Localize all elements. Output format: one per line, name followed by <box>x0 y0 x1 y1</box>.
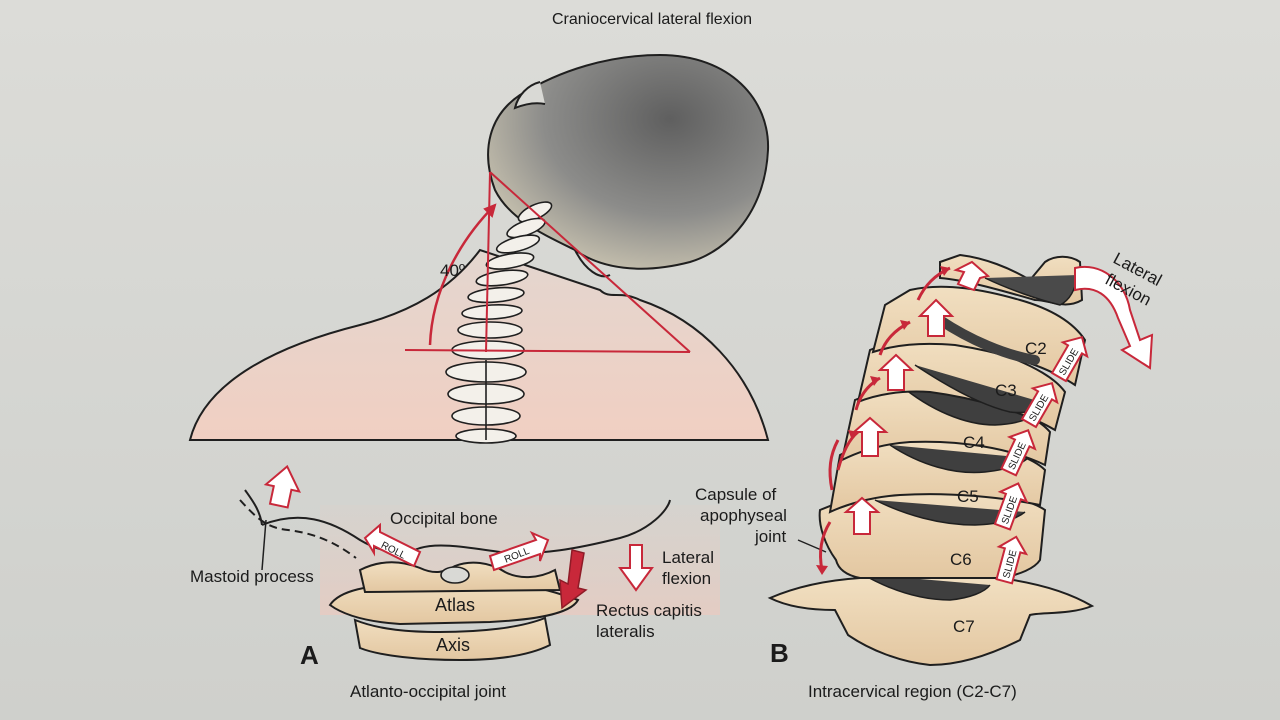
angle-label: 40º <box>440 261 465 280</box>
mastoid-process-label: Mastoid process <box>190 567 314 586</box>
rectus-capitis-label-line1: Rectus capitis <box>596 601 702 620</box>
panel-b-letter: B <box>770 638 789 668</box>
lateral-flexion-arrow-b <box>1074 265 1154 370</box>
label-c7: C7 <box>953 617 975 636</box>
svg-text:joint: joint <box>754 527 786 546</box>
rectus-capitis-label-line2: lateralis <box>596 622 655 641</box>
lateral-flexion-arrow-a <box>618 544 654 592</box>
label-c2: C2 <box>1025 339 1047 358</box>
head <box>487 53 770 270</box>
panel-a-caption: Atlanto-occipital joint <box>350 682 506 701</box>
rectus-capitis-arrow <box>559 549 588 610</box>
axis-label: Axis <box>436 635 470 655</box>
upward-glide-arrows <box>843 260 991 535</box>
panel-a-letter: A <box>300 640 319 670</box>
slide-arrows: SLIDE SLIDE SLIDE SLIDE SLIDE <box>993 335 1089 585</box>
label-c5: C5 <box>957 487 979 506</box>
capsule-label-group: Capsule of apophyseal joint <box>695 485 827 553</box>
svg-text:Capsule of: Capsule of <box>695 485 777 504</box>
ear <box>513 81 546 110</box>
svg-text:apophyseal: apophyseal <box>700 506 787 525</box>
occipital-bone-label: Occipital bone <box>390 509 498 528</box>
panel-a: ROLL ROLL Occipital bone Mastoid process… <box>190 464 720 701</box>
label-c6: C6 <box>950 550 972 569</box>
panel-b-caption: Intracervical region (C2-C7) <box>808 682 1017 701</box>
roll-arrow-right: ROLL <box>488 530 550 572</box>
lateral-flexion-a-line1: Lateral <box>662 548 714 567</box>
figure-title: Craniocervical lateral flexion <box>552 11 752 28</box>
atlas-label: Atlas <box>435 595 475 615</box>
lateral-flexion-a-line2: flexion <box>662 569 711 588</box>
label-c3: C3 <box>995 381 1017 400</box>
axis-bone <box>353 616 552 662</box>
panel-b: C2 C3 C4 C5 C6 C7 <box>767 249 1165 701</box>
upward-arrow <box>263 464 301 509</box>
capsule-red-arrowheads <box>816 266 950 575</box>
label-c4: C4 <box>963 433 985 452</box>
angle-triangle <box>404 171 691 353</box>
